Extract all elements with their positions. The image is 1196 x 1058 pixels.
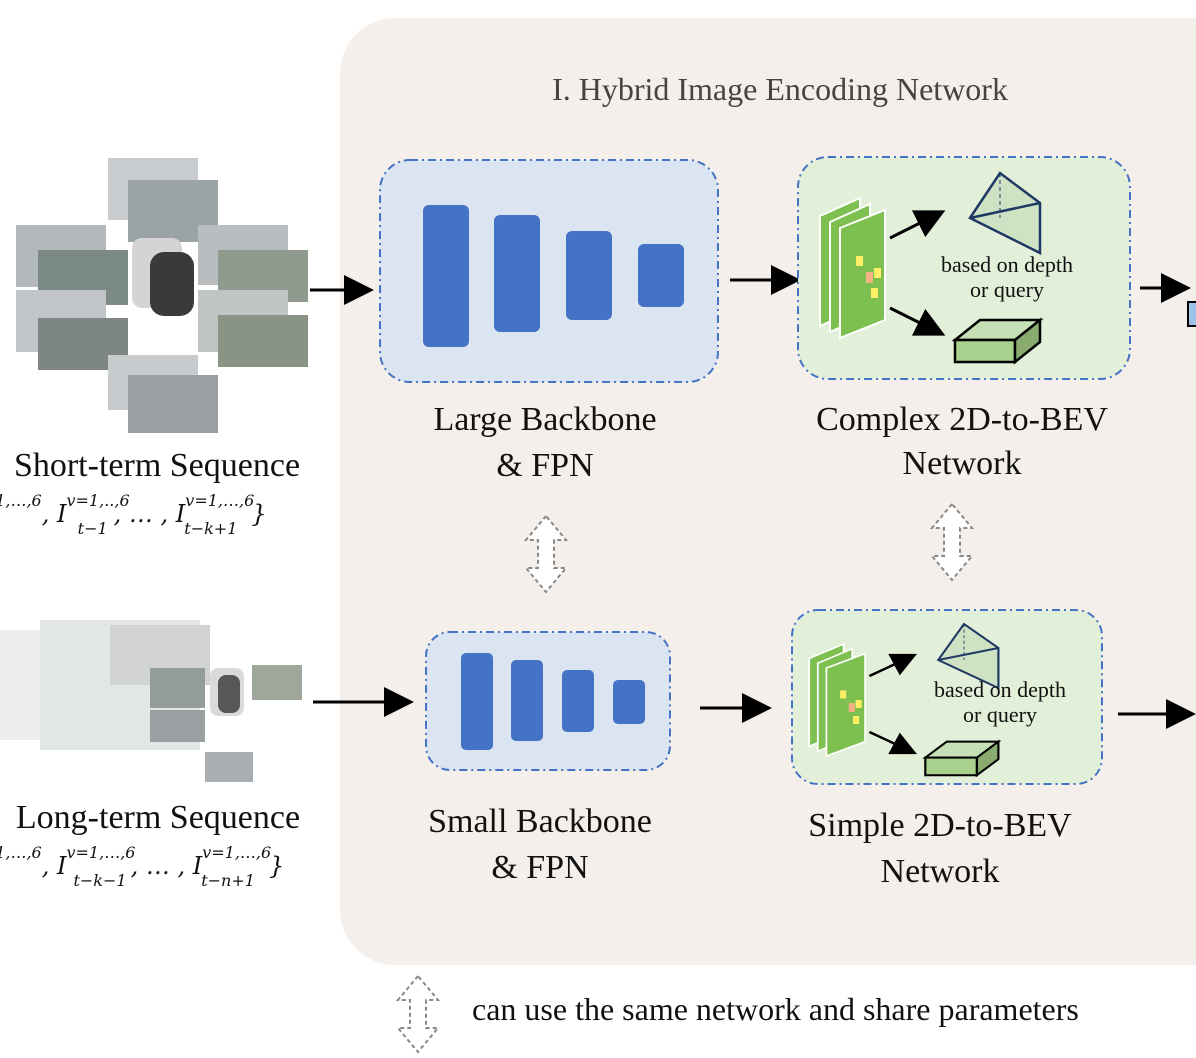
panel-title: I. Hybrid Image Encoding Network [552, 71, 1008, 107]
large-backbone-block [379, 159, 719, 383]
small-backbone-label: Small Backbone& FPN [428, 803, 652, 886]
legend-text: can use the same network and share param… [472, 991, 1079, 1027]
legend-share-arrow-icon [397, 975, 439, 1053]
short-term-formula: {Iv=1,…,6, Iv=1,..,6t−1, … , Iv=1,…,6t−k… [0, 491, 267, 538]
long-term-label: Long-term Sequence [16, 799, 300, 836]
car-icon [218, 675, 240, 713]
large-backbone-label: Large Backbone& FPN [433, 401, 656, 484]
short-term-images [16, 158, 308, 433]
short-term-label: Short-term Sequence [14, 447, 300, 484]
long-term-images [0, 620, 302, 782]
small-backbone-block [425, 631, 671, 771]
car-icon [150, 252, 194, 316]
long-term-formula: {Iv=1,…,6, Iv=1,…,6t−k−1, … , Iv=1,…,6t−… [0, 843, 284, 890]
